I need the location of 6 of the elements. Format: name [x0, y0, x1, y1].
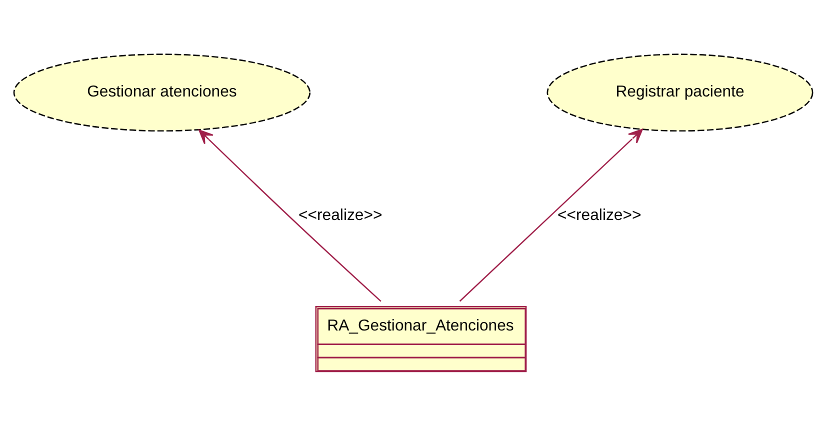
arrow	[459, 128, 643, 302]
edge-label: <<realize>>	[558, 206, 642, 224]
node-ellipse: Gestionar atenciones	[13, 53, 311, 132]
node-ellipse: Registrar paciente	[546, 53, 814, 132]
arrow	[198, 129, 382, 302]
edge-label: <<realize>>	[298, 206, 382, 224]
